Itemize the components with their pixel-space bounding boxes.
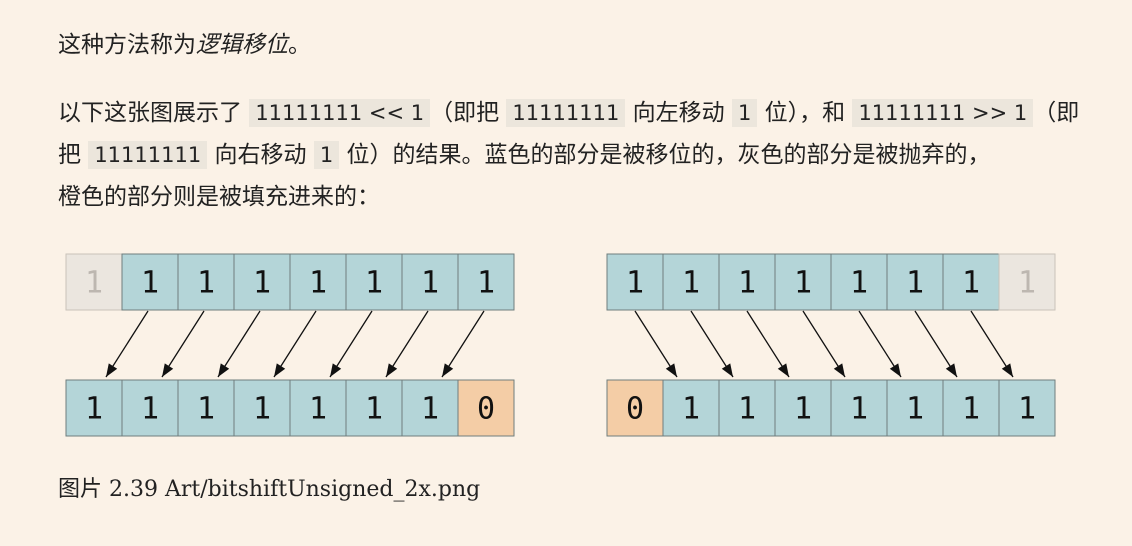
left_shift-arrow <box>217 310 261 378</box>
figure-label: 图片 2.39 <box>58 477 158 502</box>
left_shift-top-cell-shifted <box>345 253 403 311</box>
right_shift-bottom-bit-label: 0 <box>626 392 644 427</box>
right_shift-bottom-cell-shifted <box>998 379 1056 437</box>
left_shift-bottom-bit-label: 1 <box>141 392 159 427</box>
left_shift-bottom-bit-label: 1 <box>365 392 383 427</box>
left_shift-arrow <box>385 310 429 378</box>
right_shift-arrow <box>970 310 1014 378</box>
figure-path: Art/bitshiftUnsigned_2x.png <box>164 477 481 502</box>
left_shift-arrow <box>329 310 373 378</box>
right_shift-bottom-cell-shifted <box>774 379 832 437</box>
text-segment: 橙色的部分则是被填充进来的： <box>58 184 380 210</box>
right_shift-arrow <box>634 310 678 378</box>
text-segment: （即 <box>1033 100 1080 126</box>
left_shift-bottom-cell-filled <box>457 379 515 437</box>
right_shift-bottom-cell-shifted <box>886 379 944 437</box>
right_shift-arrow <box>746 310 790 378</box>
left_shift-top-bit-label: 1 <box>141 266 159 301</box>
right_shift-top-cell-shifted <box>942 253 1000 311</box>
right_shift-top-bit-label: 1 <box>794 266 812 301</box>
term-logical-shift: 逻辑移位 <box>196 32 288 58</box>
right-shift-svg: 1 1 1 1 1 1 1 1 0 1 1 1 1 1 1 1 <box>606 253 1056 437</box>
left-shift-diagram: 1 1 1 1 1 1 1 1 1 1 1 1 1 1 1 0 <box>65 248 516 438</box>
left_shift-bottom-cell-shifted <box>121 379 179 437</box>
left_shift-bottom-cell-shifted <box>233 379 291 437</box>
text-segment: 位），和 <box>757 100 853 126</box>
right_shift-top-bit-label: 1 <box>962 266 980 301</box>
right_shift-arrow <box>802 310 846 378</box>
inline-code: 11111111 <box>506 99 626 127</box>
right_shift-bottom-bit-label: 1 <box>906 392 924 427</box>
left_shift-bottom-bit-label: 1 <box>309 392 327 427</box>
left_shift-arrow <box>161 310 205 378</box>
paragraph-logical-shift: 这种方法称为逻辑移位。 <box>58 24 311 66</box>
left_shift-bottom-bit-label: 0 <box>477 392 495 427</box>
right_shift-bottom-bit-label: 1 <box>682 392 700 427</box>
right_shift-bottom-cell-shifted <box>830 379 888 437</box>
right_shift-top-cell-shifted <box>830 253 888 311</box>
left_shift-top-bit-label: 1 <box>197 266 215 301</box>
right_shift-bottom-cell-filled <box>606 379 664 437</box>
right-shift-diagram: 1 1 1 1 1 1 1 1 0 1 1 1 1 1 1 1 <box>606 248 1057 438</box>
right_shift-arrow <box>914 310 958 378</box>
right_shift-top-cell-shifted <box>886 253 944 311</box>
right_shift-bottom-cell-shifted <box>662 379 720 437</box>
left_shift-arrow <box>105 310 149 378</box>
figure-caption: 图片 2.39 Art/bitshiftUnsigned_2x.png <box>58 474 480 506</box>
paragraph-diagram-description: 以下这张图展示了 11111111 << 1（即把 11111111 向左移动 … <box>58 92 1079 218</box>
inline-code: 11111111 >> 1 <box>852 99 1034 127</box>
text-segment: 这种方法称为 <box>58 32 196 58</box>
left_shift-top-bit-label: 1 <box>421 266 439 301</box>
inline-code: 1 <box>313 141 340 169</box>
right_shift-top-bit-label: 1 <box>1018 266 1036 301</box>
text-segment: 。 <box>288 32 311 58</box>
right_shift-arrow <box>690 310 734 378</box>
right_shift-top-cell-shifted <box>774 253 832 311</box>
right_shift-top-cell-shifted <box>718 253 776 311</box>
right_shift-top-bit-label: 1 <box>850 266 868 301</box>
right_shift-top-cell-discarded <box>998 253 1056 311</box>
left_shift-arrow <box>273 310 317 378</box>
left_shift-top-cell-shifted <box>457 253 515 311</box>
left_shift-bottom-bit-label: 1 <box>85 392 103 427</box>
right_shift-bottom-bit-label: 1 <box>1018 392 1036 427</box>
inline-code: 11111111 << 1 <box>249 99 431 127</box>
text-segment: 把 <box>58 142 89 168</box>
right_shift-arrow <box>858 310 902 378</box>
left_shift-top-bit-label: 1 <box>85 266 103 301</box>
left_shift-top-cell-shifted <box>289 253 347 311</box>
right_shift-top-bit-label: 1 <box>738 266 756 301</box>
left_shift-top-cell-discarded <box>65 253 123 311</box>
left_shift-bottom-bit-label: 1 <box>421 392 439 427</box>
right_shift-bottom-bit-label: 1 <box>850 392 868 427</box>
text-segment: 向右移动 <box>207 142 314 168</box>
left-shift-svg: 1 1 1 1 1 1 1 1 1 1 1 1 1 1 1 0 <box>65 253 515 437</box>
left_shift-top-bit-label: 1 <box>365 266 383 301</box>
left_shift-top-bit-label: 1 <box>477 266 495 301</box>
left_shift-arrow <box>441 310 485 378</box>
left_shift-top-cell-shifted <box>177 253 235 311</box>
right_shift-top-bit-label: 1 <box>626 266 644 301</box>
inline-code: 1 <box>731 99 758 127</box>
left_shift-top-cell-shifted <box>401 253 459 311</box>
left_shift-bottom-cell-shifted <box>289 379 347 437</box>
text-segment: 向左移动 <box>625 100 732 126</box>
left_shift-bottom-cell-shifted <box>345 379 403 437</box>
text-segment: 以下这张图展示了 <box>58 100 250 126</box>
inline-code: 11111111 <box>88 141 208 169</box>
left_shift-bottom-bit-label: 1 <box>197 392 215 427</box>
right_shift-bottom-bit-label: 1 <box>962 392 980 427</box>
right_shift-top-bit-label: 1 <box>682 266 700 301</box>
right_shift-bottom-bit-label: 1 <box>738 392 756 427</box>
right_shift-top-cell-shifted <box>606 253 664 311</box>
text-segment: 位）的结果。蓝色的部分是被移位的，灰色的部分是被抛弃的， <box>339 142 991 168</box>
left_shift-top-bit-label: 1 <box>253 266 271 301</box>
left_shift-bottom-bit-label: 1 <box>253 392 271 427</box>
left_shift-top-cell-shifted <box>121 253 179 311</box>
left_shift-top-bit-label: 1 <box>309 266 327 301</box>
left_shift-bottom-cell-shifted <box>65 379 123 437</box>
right_shift-top-bit-label: 1 <box>906 266 924 301</box>
text-segment: （即把 <box>430 100 507 126</box>
right_shift-bottom-bit-label: 1 <box>794 392 812 427</box>
